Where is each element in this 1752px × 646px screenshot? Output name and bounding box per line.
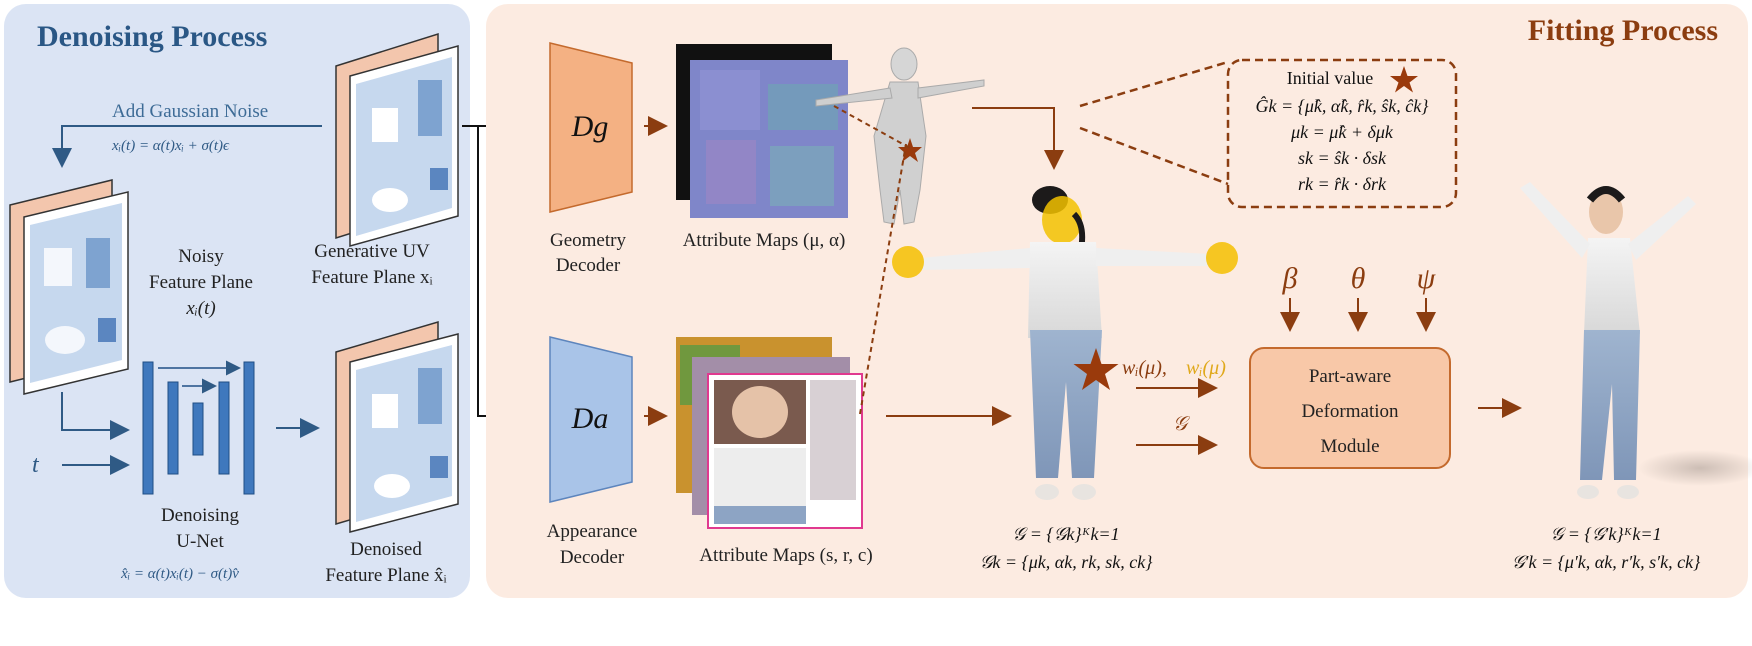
g-set-prime-equation: 𝒢 = {𝒢′k}ᴷk=1 [1550,524,1661,544]
g-k-prime-equation: 𝒢′k = {μ′k, αk, r′k, s′k, ck} [1512,552,1701,572]
initial-value-title: Initial value [1287,68,1373,88]
g-label: 𝒢 [1173,413,1191,435]
dashed-link-geo [833,105,911,149]
t-label: t [32,452,40,478]
psi-label: ψ [1417,262,1437,295]
weights-label-b: wᵢ(μ) [1186,357,1226,379]
denoising-title: Denoising Process [37,20,267,53]
geometry-decoder-block [549,42,633,213]
module-label-1: Part-aware [1309,366,1391,387]
theta-label: θ [1351,262,1366,295]
generative-label-2: Feature Plane xᵢ [311,267,432,288]
appearance-decoder-block [549,336,633,503]
posed-human [1520,182,1752,499]
unet-label-1: Denoising [161,505,240,526]
dashed-link-app [859,143,907,415]
g-k-equation: 𝒢k = {μk, αk, rk, sk, ck} [980,552,1154,572]
init-eq-1: Ĝk = {μ̂k, α̂k, r̂k, ŝk, ĉk} [1256,95,1430,116]
beta-label: β [1282,262,1298,295]
g-set-equation: 𝒢 = {𝒢k}ᴷk=1 [1012,524,1119,544]
appearance-decoder-symbol: Da [571,402,609,435]
generative-feature-plane [335,32,459,247]
noise-equation: xᵢ(t) = α(t)xᵢ + σ(t)ϵ [111,138,230,154]
noisy-feature-plane [9,179,129,395]
generative-label-1: Generative UV [314,241,430,262]
denoised-feature-plane [335,320,459,533]
mesh-to-human-arrow [972,107,1064,170]
smplx-mesh [815,47,985,225]
appearance-decoder-label-2: Decoder [560,547,625,568]
init-eq-2: μk = μ̂k + δμk [1290,122,1394,142]
appearance-attribute-maps [676,337,863,529]
fitting-panel [486,4,1748,598]
geometry-decoder-label-1: Geometry [550,230,626,251]
init-eq-4: rk = r̂k · δrk [1298,174,1387,194]
denoised-label-1: Denoised [350,539,422,560]
module-label-3: Module [1320,436,1379,457]
deformation-module [1249,347,1451,469]
init-eq-3: sk = ŝk · δsk [1298,148,1387,168]
noisy-label-1: Noisy [178,246,224,267]
star-marker-large [1073,348,1119,390]
geometry-decoder-symbol: Dg [571,110,609,143]
geometry-attribute-maps [676,44,848,218]
add-noise-arrow [52,125,322,168]
module-label-2: Deformation [1301,401,1399,422]
noisy-label-3: xᵢ(t) [185,298,215,319]
geometry-decoder-label-2: Decoder [556,255,621,276]
initial-value-box [1226,58,1458,209]
unet-icon [142,360,255,495]
fitting-title: Fitting Process [1528,14,1718,47]
dashed-zoom-bottom [1079,126,1229,186]
weights-label-a: wᵢ(μ), [1122,357,1167,379]
unet-label-2: U-Net [176,531,224,552]
denoise-equation: x̂ᵢ = α(t)xᵢ(t) − σ(t)v̂ [120,566,239,582]
appearance-decoder-label-1: Appearance [547,521,638,542]
appearance-attribute-label: Attribute Maps (s, r, c) [699,545,872,566]
geometry-attribute-label: Attribute Maps (μ, α) [683,230,846,251]
denoised-label-2: Feature Plane x̂ᵢ [325,565,446,586]
initial-value-star [1390,66,1418,93]
add-noise-label: Add Gaussian Noise [112,101,268,122]
noisy-label-2: Feature Plane [149,272,253,293]
noisy-to-unet-arrow [61,392,130,440]
